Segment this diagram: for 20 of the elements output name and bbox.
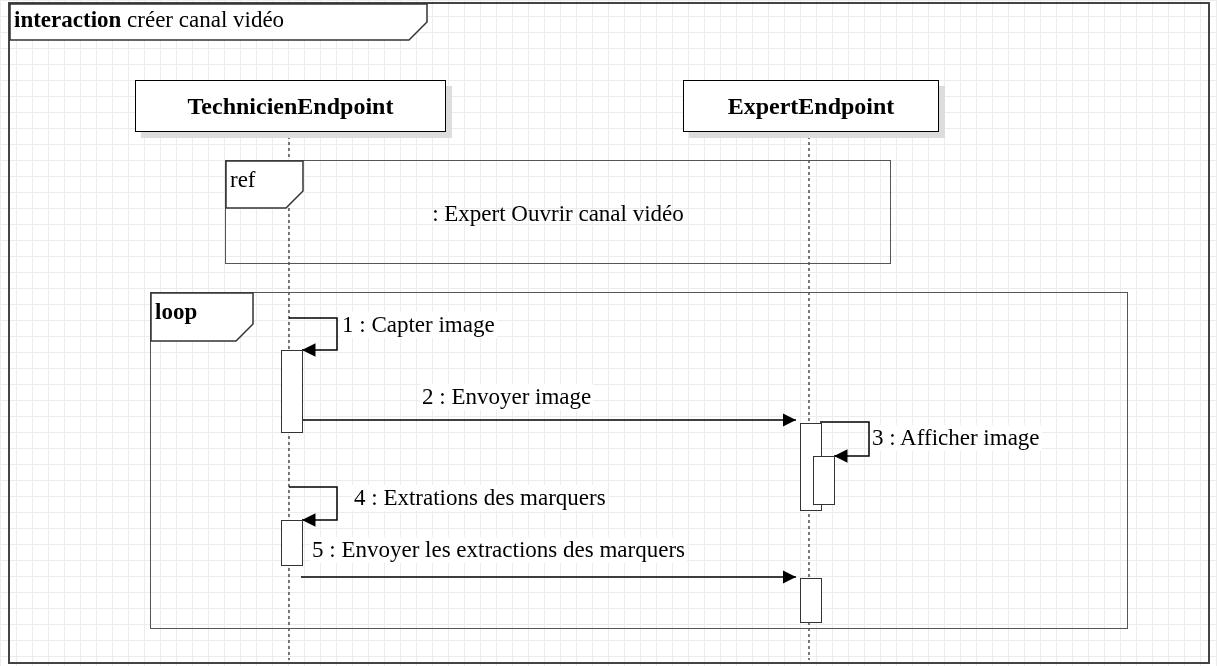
message-label: 5 : Envoyer les extractions des marquers [310, 537, 687, 563]
loop-fragment [150, 292, 1128, 629]
message-label: 1 : Capter image [340, 312, 497, 338]
fragment-operator: ref [230, 167, 256, 193]
activation-bar [800, 578, 822, 623]
ref-fragment [225, 160, 891, 264]
message-label: 2 : Envoyer image [420, 384, 594, 410]
message-arrow [819, 421, 870, 463]
message-arrow [300, 570, 797, 584]
activation-bar [281, 520, 303, 566]
interaction-frame [8, 2, 1210, 664]
fragment-text: : Expert Ouvrir canal vidéo [431, 201, 685, 227]
frame-title: interaction créer canal vidéo [14, 7, 285, 33]
message-arrow [288, 317, 338, 357]
activation-bar [813, 456, 835, 505]
message-arrow [288, 486, 338, 527]
message-label: 3 : Afficher image [870, 425, 1042, 451]
message-label: 4 : Extrations des marquers [352, 485, 608, 511]
activation-bar [281, 350, 303, 433]
fragment-operator: loop [155, 299, 198, 325]
